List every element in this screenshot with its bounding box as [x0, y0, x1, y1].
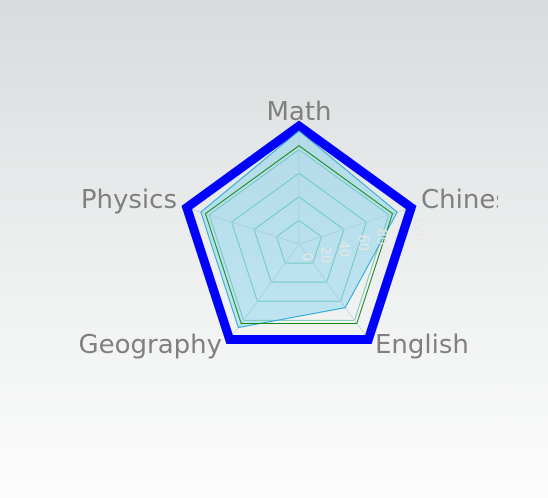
radar-ring-2 — [253, 196, 345, 283]
radar-series — [181, 120, 417, 344]
radar-series-1 — [200, 130, 398, 329]
radar-ring-3 — [231, 172, 367, 302]
radar-label-geography: Geography — [78, 330, 222, 360]
radar-label-physics: Physics — [81, 185, 177, 215]
radar-tick-120: 120 — [411, 216, 426, 241]
radar-tick-40: 40 — [336, 241, 351, 258]
radar-tick-80: 80 — [374, 228, 389, 245]
radar-tick-60: 60 — [355, 235, 370, 252]
radar-tick-0: 0 — [299, 253, 314, 261]
radar-ring-4 — [208, 148, 390, 321]
radar-ring-1 — [275, 219, 323, 264]
radar-tick-20: 20 — [318, 247, 333, 264]
radar-series-0 — [181, 120, 417, 344]
radar-label-chinese: Chinese — [421, 185, 525, 215]
radar-label-math: Math — [266, 97, 331, 127]
radar-label-english: English — [375, 330, 469, 360]
radar-series-2 — [204, 145, 394, 325]
